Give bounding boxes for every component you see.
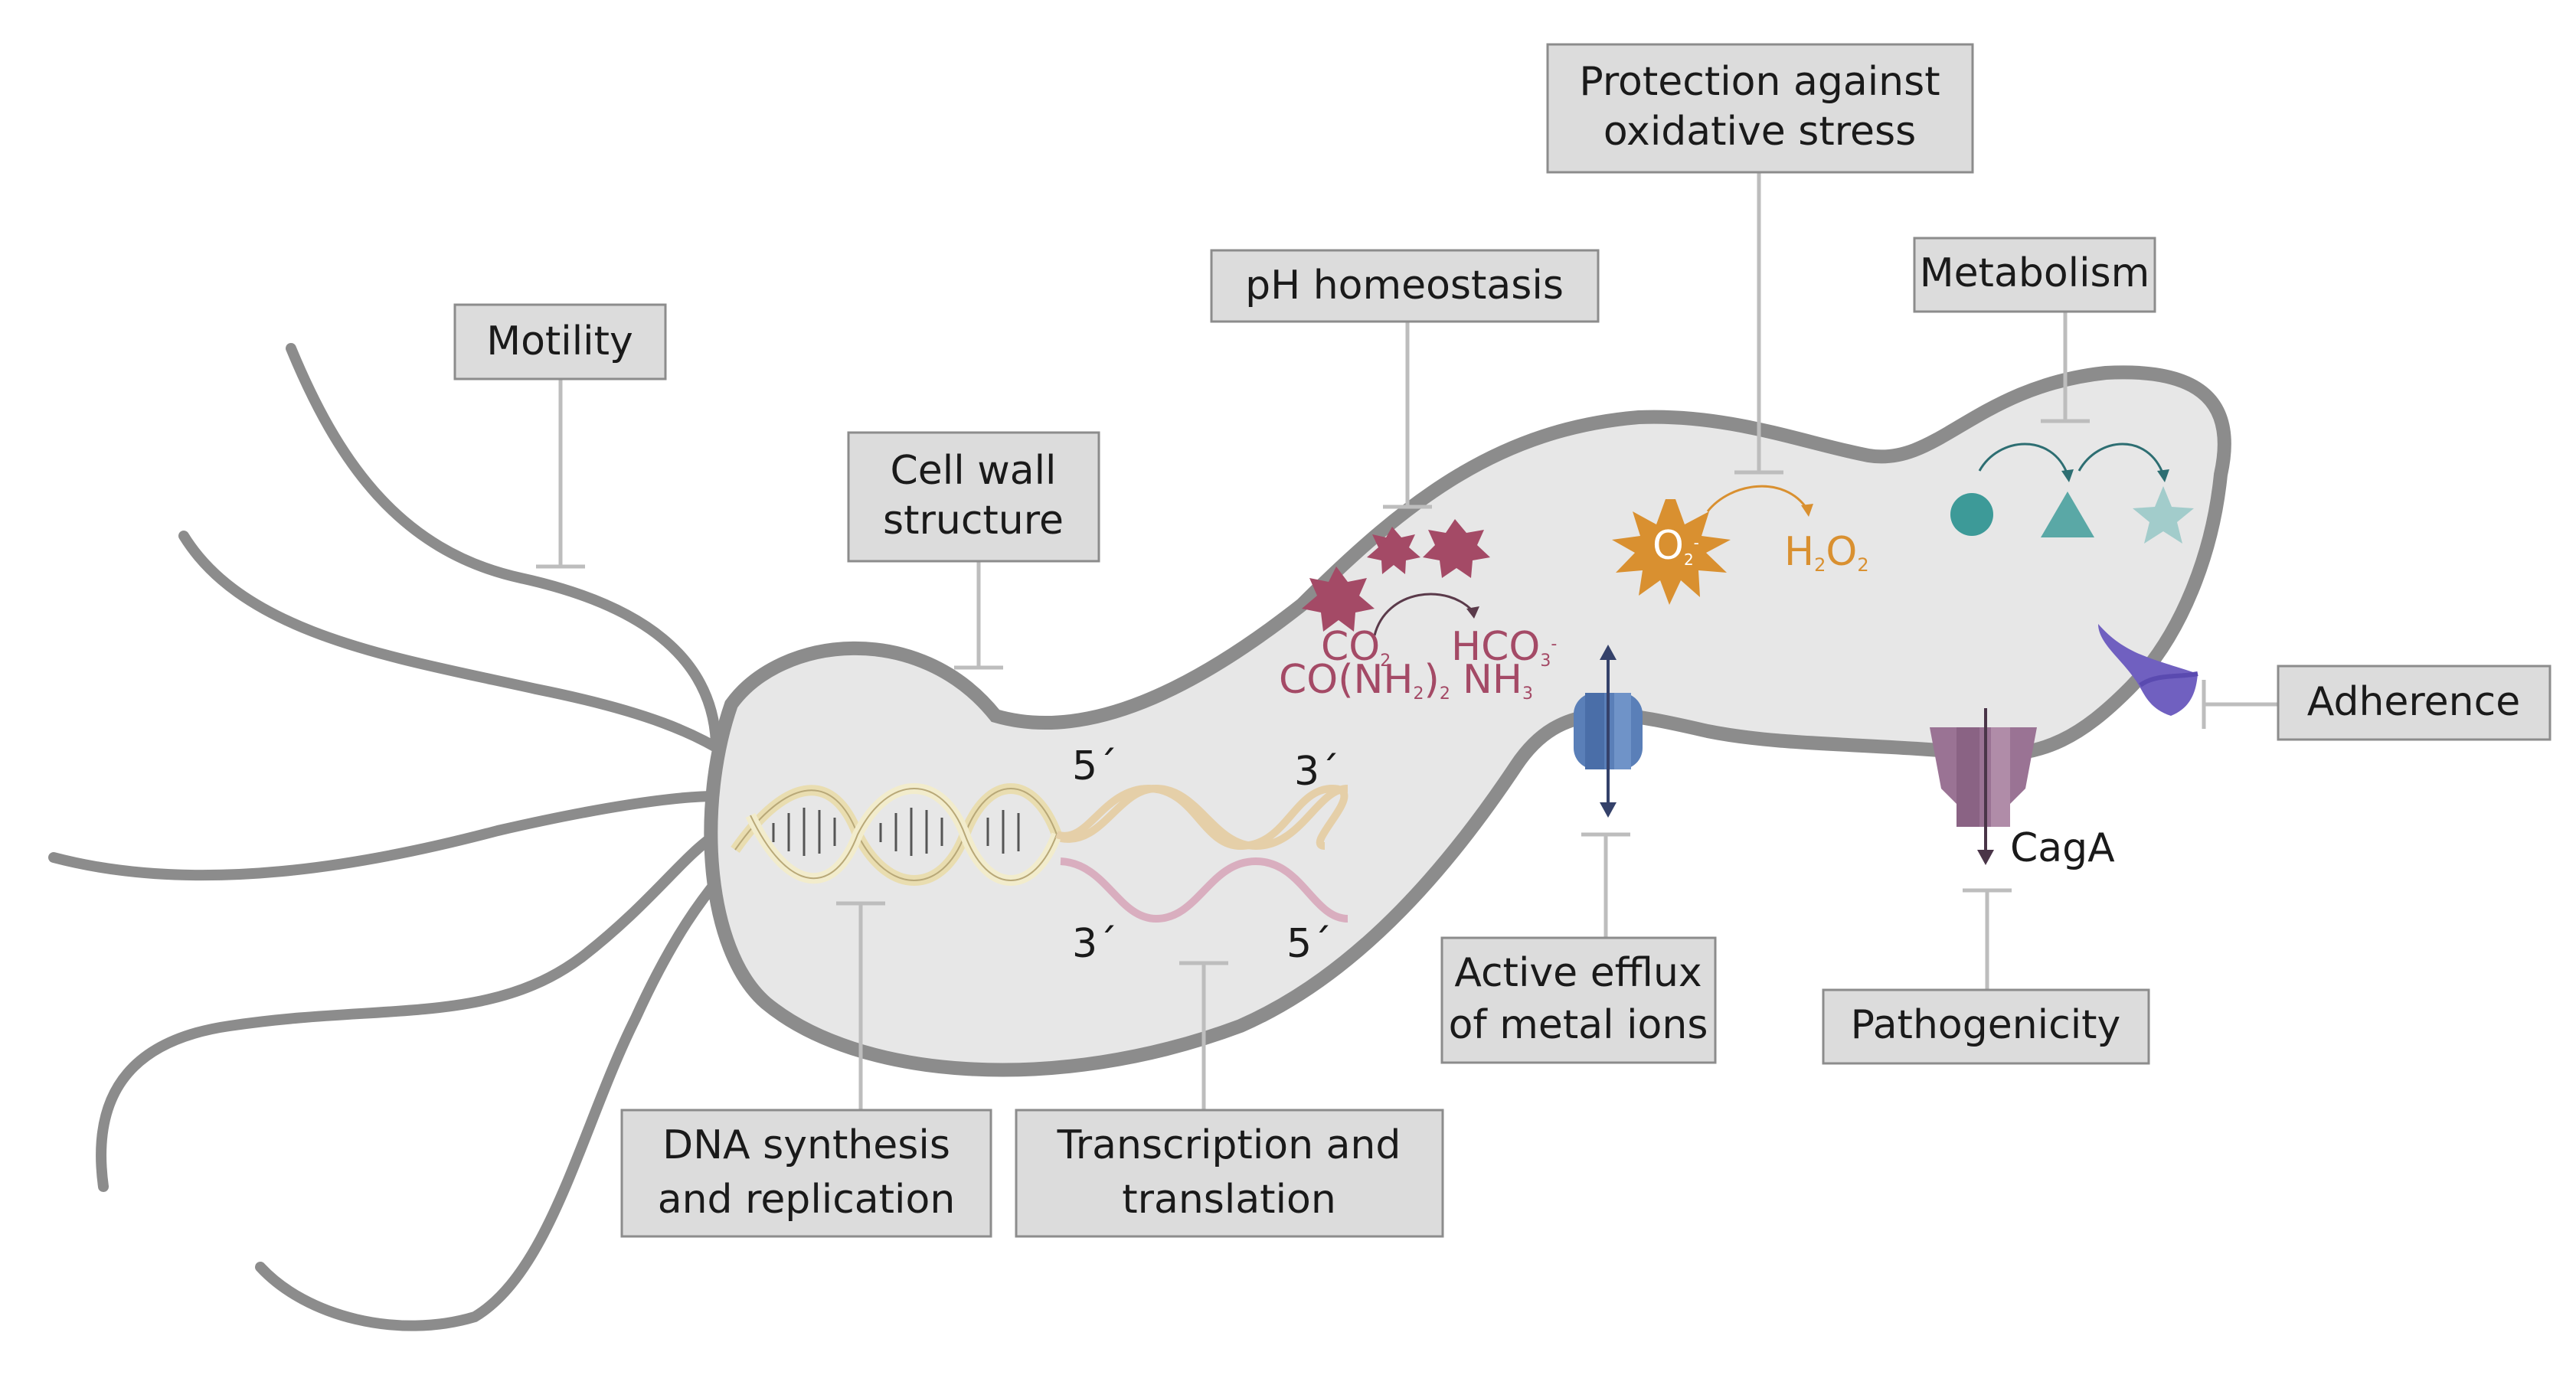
svg-text:Motility: Motility (486, 318, 633, 364)
svg-text:CO(NH2)2: CO(NH2)2 (1279, 657, 1450, 704)
svg-text:of metal ions: of metal ions (1449, 1002, 1708, 1048)
label-active-efflux: Active efflux of metal ions (1440, 936, 1717, 1064)
flagella (48, 343, 733, 1331)
svg-text:DNA synthesis: DNA synthesis (662, 1122, 950, 1168)
svg-text:Pathogenicity: Pathogenicity (1851, 1002, 2121, 1048)
metabolism-arrow-2 (2077, 443, 2165, 475)
svg-text:Protection against: Protection against (1579, 59, 1940, 105)
adhesin (2098, 624, 2198, 716)
svg-text:pH homeostasis: pH homeostasis (1245, 263, 1564, 309)
flagellum-3 (48, 791, 721, 881)
label-ph-homeostasis: pH homeostasis (1210, 249, 1600, 323)
svg-text:Active efflux: Active efflux (1454, 950, 1702, 996)
svg-text:oxidative stress: oxidative stress (1603, 109, 1916, 155)
dna-helix (731, 783, 1348, 886)
label-cell-wall: Cell wall structure (847, 431, 1100, 563)
flagellum-4 (96, 829, 721, 1192)
h2o2-label: H2O2 (1784, 529, 1869, 576)
svg-text:NH3: NH3 (1463, 657, 1533, 704)
label-oxidative-stress: Protection against oxidative stress (1546, 43, 1974, 174)
superoxide-label: O2- (1652, 523, 1699, 569)
superoxide-burst (1612, 499, 1731, 605)
svg-text:translation: translation (1122, 1177, 1336, 1223)
urease-chemistry: CO2 CO(NH2)2 HCO3- NH3 (1279, 624, 1557, 704)
connectors (536, 172, 2278, 1110)
flagellum-5 (255, 867, 729, 1331)
metabolite-circle (1950, 493, 1993, 536)
svg-text:and replication: and replication (658, 1177, 956, 1223)
secretion-system (1930, 708, 2037, 865)
label-motility: Motility (453, 303, 667, 380)
prime-5-top: 5´ (1072, 743, 1117, 789)
mrna-strand (1060, 857, 1348, 923)
metabolite-triangle (2041, 492, 2094, 537)
svg-text:CO2: CO2 (1321, 624, 1391, 671)
svg-text:Adherence: Adherence (2307, 679, 2520, 725)
metabolism-arrow-1 (1978, 443, 2069, 475)
oxidative-arrow (1706, 485, 1809, 512)
label-metabolism: Metabolism (1913, 237, 2156, 313)
urease-arrow (1373, 593, 1476, 636)
label-dna-synthesis: DNA synthesis and replication (620, 1109, 992, 1238)
urease-icons (1302, 519, 1490, 632)
label-transcription: Transcription and translation (1015, 1109, 1444, 1238)
flagellum-2 (178, 531, 733, 759)
prime-3-bottom: 3´ (1072, 921, 1117, 967)
label-adherence: Adherence (2277, 665, 2551, 741)
efflux-pump (1574, 645, 1643, 818)
svg-text:HCO3-: HCO3- (1451, 624, 1557, 671)
svg-text:Transcription and: Transcription and (1057, 1122, 1401, 1168)
caga-label: CagA (2010, 825, 2115, 871)
svg-text:Cell wall: Cell wall (890, 448, 1056, 494)
cell-body (704, 365, 2231, 1077)
metabolite-star (2133, 486, 2194, 544)
prime-5-bottom: 5´ (1286, 921, 1332, 967)
prime-3-top: 3´ (1294, 749, 1339, 795)
flagellum-1 (286, 343, 721, 748)
label-pathogenicity: Pathogenicity (1822, 988, 2150, 1065)
svg-text:Metabolism: Metabolism (1920, 250, 2150, 296)
svg-text:structure: structure (883, 498, 1064, 544)
